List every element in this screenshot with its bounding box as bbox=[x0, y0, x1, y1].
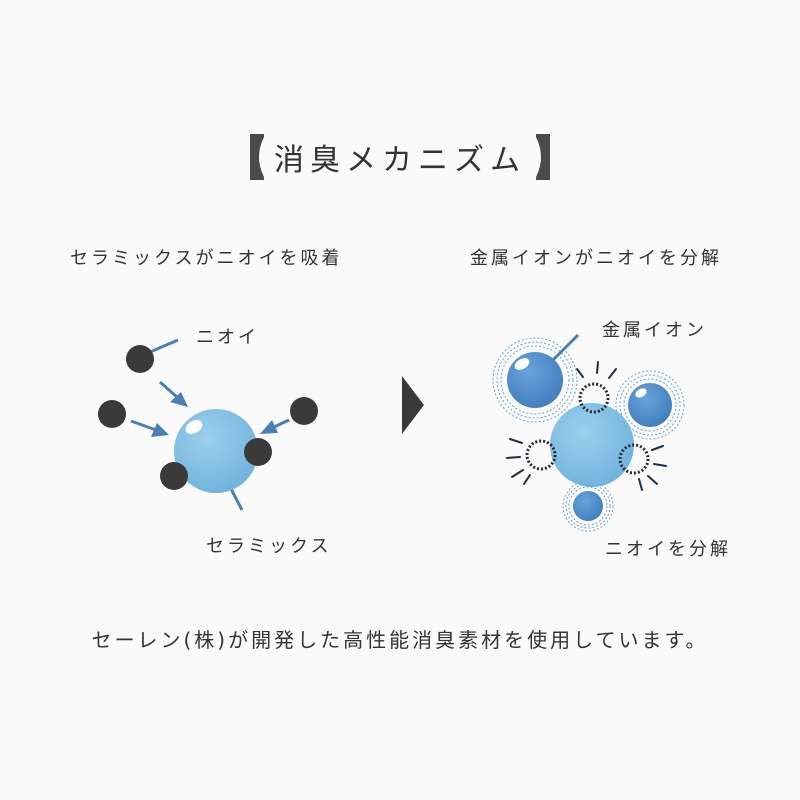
odor-label: ニオイ bbox=[196, 327, 259, 348]
ion-halo bbox=[496, 341, 574, 419]
odor-molecule bbox=[160, 462, 188, 490]
title-text: 消臭メカニズム bbox=[274, 143, 526, 178]
decomposed-odor bbox=[525, 439, 557, 471]
ion-highlight bbox=[514, 358, 530, 370]
burst-ray bbox=[576, 368, 584, 378]
ion-halo bbox=[500, 345, 570, 415]
ion-halo bbox=[565, 483, 611, 529]
ceramic-ball bbox=[550, 403, 634, 487]
ceramic-label: セラミックス bbox=[206, 536, 332, 557]
burst-ray bbox=[638, 478, 643, 491]
burst-ray bbox=[509, 438, 523, 444]
ion-halo bbox=[568, 486, 608, 526]
transition-arrow-icon bbox=[402, 376, 424, 434]
burst-ray bbox=[511, 469, 524, 478]
adsorb-arrow bbox=[130, 419, 169, 437]
adsorb-arrow bbox=[159, 380, 188, 407]
left-panel bbox=[98, 338, 318, 511]
burst-ray bbox=[523, 474, 531, 485]
right-heading: 金属イオンがニオイを分解 bbox=[470, 248, 722, 269]
odor-molecule bbox=[290, 397, 318, 425]
burst-ray bbox=[651, 445, 664, 451]
left-bracket-icon bbox=[250, 134, 264, 180]
ceramic-highlight bbox=[185, 420, 203, 434]
right-bracket-icon bbox=[536, 134, 550, 180]
right-panel bbox=[492, 333, 685, 532]
decompose-label: ニオイを分解 bbox=[605, 539, 731, 560]
ion-halo bbox=[623, 378, 677, 432]
left-heading: セラミックスがニオイを吸着 bbox=[70, 248, 343, 269]
ion-label-pointer bbox=[551, 333, 580, 362]
ion-halo bbox=[615, 370, 685, 440]
ion-halo bbox=[619, 374, 681, 436]
odor-molecule bbox=[244, 438, 272, 466]
metal-ion bbox=[628, 383, 672, 427]
ion-highlight bbox=[635, 388, 647, 398]
decomposed-odor bbox=[618, 443, 650, 475]
decomposed-odor bbox=[578, 382, 610, 414]
footer-note: セーレン(株)が開発した高性能消臭素材を使用しています。 bbox=[91, 628, 709, 652]
adsorb-arrow bbox=[260, 418, 290, 434]
burst-ray bbox=[608, 368, 617, 379]
burst-ray bbox=[506, 456, 521, 459]
ion-label: 金属イオン bbox=[602, 320, 707, 341]
odor-molecule bbox=[126, 345, 154, 373]
odor-label-pointer bbox=[149, 338, 179, 354]
burst-ray bbox=[596, 361, 599, 374]
burst-ray bbox=[653, 463, 667, 467]
page-title: 消臭メカニズム bbox=[0, 134, 800, 180]
ion-halo bbox=[492, 337, 578, 423]
burst-ray bbox=[647, 475, 658, 485]
odor-molecule bbox=[98, 400, 126, 428]
metal-ion bbox=[573, 491, 603, 521]
